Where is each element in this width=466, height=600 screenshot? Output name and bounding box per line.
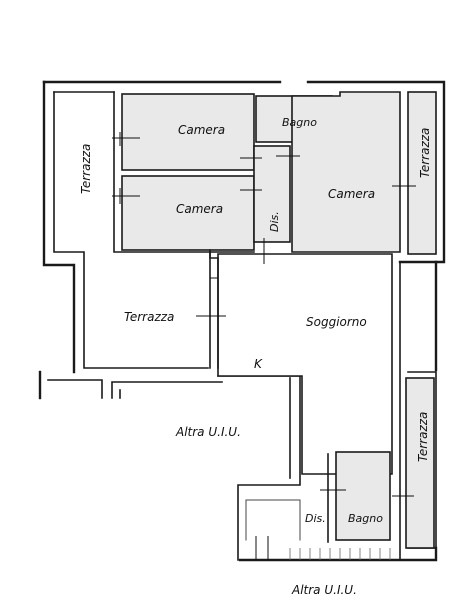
label-camera-right: Camera — [328, 187, 375, 201]
room-disimpegno-top — [253, 145, 291, 243]
label-altra-uiu-bottom: Altra U.I.U. — [291, 583, 357, 597]
room-camera-top — [121, 93, 255, 171]
label-dis-bottom: Dis. — [305, 512, 326, 525]
label-bagno-top: Bagno — [282, 116, 317, 129]
label-kitchen: K — [254, 357, 263, 371]
label-terrazza-right-top: Terrazza — [418, 128, 432, 178]
room-camera-mid — [121, 175, 255, 251]
openings — [112, 132, 416, 560]
label-camera-mid: Camera — [176, 202, 223, 216]
room-terrazza-right-top — [407, 91, 437, 255]
label-altra-uiu-center: Altra U.I.U. — [175, 425, 241, 439]
label-terrazza-left: Terrazza — [79, 144, 93, 194]
room-soggiorno — [217, 253, 393, 475]
room-camera-right — [291, 91, 401, 253]
label-dis-top: Dis. — [268, 211, 281, 232]
label-terrazza-right-bottom: Terrazza — [416, 412, 430, 462]
room-bagno-bottom — [335, 451, 391, 541]
label-soggiorno: Soggiorno — [306, 315, 367, 329]
label-bagno-bottom: Bagno — [348, 512, 383, 525]
bottom-hatch — [289, 548, 391, 560]
inner-walls — [113, 91, 329, 543]
room-terrazza-right-bottom — [405, 377, 435, 549]
label-terrazza-center: Terrazza — [124, 310, 174, 324]
label-camera-top: Camera — [178, 123, 225, 137]
watermark — [150, 413, 160, 448]
